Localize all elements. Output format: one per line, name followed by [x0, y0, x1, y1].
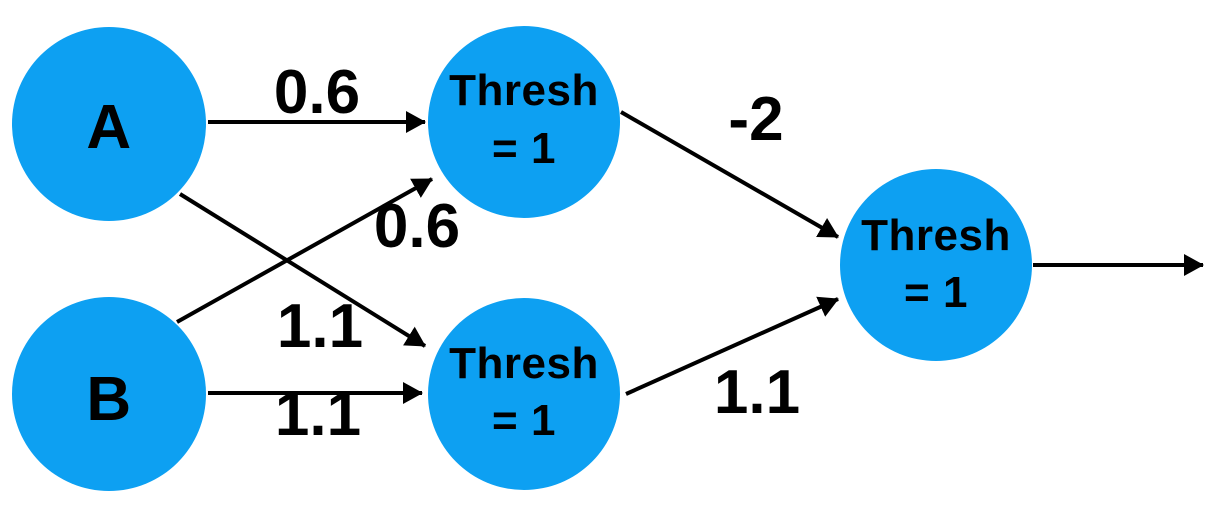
- node-input-b-label-line1: B: [86, 365, 131, 434]
- edge-hidden-bottom-to-output: [625, 296, 839, 396]
- node-hidden-bottom-circle: [428, 298, 620, 490]
- edges-layer: [176, 110, 1204, 404]
- node-hidden-top-circle: [428, 26, 620, 218]
- edge-weight-hidden-top-to-output: -2: [728, 85, 783, 154]
- edge-a-to-hidden-bottom: [178, 192, 427, 348]
- node-input-a-label-line1: A: [86, 93, 131, 162]
- edge-labels-layer: 0.60.61.11.1-21.1: [274, 58, 800, 449]
- node-output-label-line2: = 1: [904, 268, 968, 317]
- node-hidden-bottom-label-line2: = 1: [492, 396, 556, 445]
- node-hidden-top-label-line1: Thresh: [449, 66, 599, 115]
- node-output-circle: [840, 169, 1032, 361]
- edge-weight-b-to-hidden-bottom: 1.1: [275, 380, 361, 449]
- nodes-layer: A B Thresh = 1 Thresh = 1 Thresh = 1: [12, 26, 1032, 491]
- node-input-a-circle: [12, 27, 206, 221]
- node-input-b-circle: [12, 297, 206, 491]
- edge-weight-hidden-bottom-to-output: 1.1: [714, 358, 800, 427]
- node-hidden-top-label-line2: = 1: [492, 124, 556, 173]
- edge-hidden-top-to-output: [620, 110, 839, 239]
- edge-weight-a-to-hidden-top: 0.6: [274, 58, 360, 127]
- node-output-label-line1: Thresh: [861, 211, 1011, 260]
- edge-weight-b-to-hidden-top: 0.6: [374, 192, 460, 261]
- edge-weight-a-to-hidden-bottom: 1.1: [277, 292, 363, 361]
- edge-b-to-hidden-top: [176, 177, 433, 324]
- node-hidden-bottom-label-line1: Thresh: [449, 339, 599, 388]
